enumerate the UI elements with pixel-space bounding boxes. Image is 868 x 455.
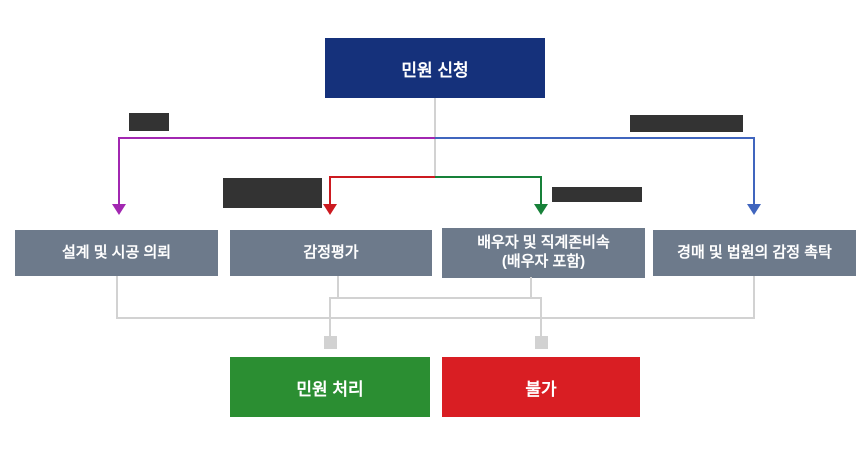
branch-box-spouse-lineal: 배우자 및 직계존비속 (배우자 포함) (442, 228, 645, 278)
connector-nub-left (324, 336, 337, 349)
branch-box-design-construction: 설계 및 시공 의뢰 (15, 230, 218, 276)
connector-branch1-drop (116, 276, 118, 318)
result-box-processed: 민원 처리 (230, 357, 430, 417)
branch-box-spouse-line2: (배우자 포함) (501, 253, 586, 270)
branch-box-auction-court: 경매 및 법원의 감정 촉탁 (653, 230, 856, 276)
arrow-green-horizontal (435, 176, 541, 178)
connector-outer-horizontal (116, 317, 755, 319)
redacted-label-middle-right (552, 187, 642, 202)
arrow-red-head-icon (323, 204, 337, 215)
connector-branch4-drop (753, 276, 755, 318)
connector-nub-right (535, 336, 548, 349)
arrow-blue-head-icon (747, 204, 761, 215)
redacted-label-middle-left (223, 178, 322, 208)
branch-box-appraisal: 감정평가 (230, 230, 432, 276)
arrow-purple-horizontal (119, 137, 435, 139)
redacted-label-top-left (129, 113, 169, 131)
connector-result-ok-drop (329, 297, 331, 336)
title-box-minwon-apply: 민원 신청 (325, 38, 545, 98)
connector-result-no-drop (540, 297, 542, 336)
connector-inner-horizontal (329, 297, 542, 299)
arrow-green-vertical (540, 176, 542, 205)
arrow-green-head-icon (534, 204, 548, 215)
connector-branch2-drop (337, 276, 339, 298)
result-box-denied: 불가 (442, 357, 640, 417)
connector-branch3-drop (530, 277, 532, 298)
arrow-purple-head-icon (112, 204, 126, 215)
arrow-purple-vertical (118, 137, 120, 205)
arrow-blue-vertical (753, 137, 755, 205)
arrow-red-horizontal (330, 176, 435, 178)
arrow-blue-horizontal (435, 137, 754, 139)
redacted-label-top-right (630, 115, 743, 132)
branch-box-spouse-line1: 배우자 및 직계존비속 (477, 234, 610, 252)
arrow-red-vertical (329, 176, 331, 205)
